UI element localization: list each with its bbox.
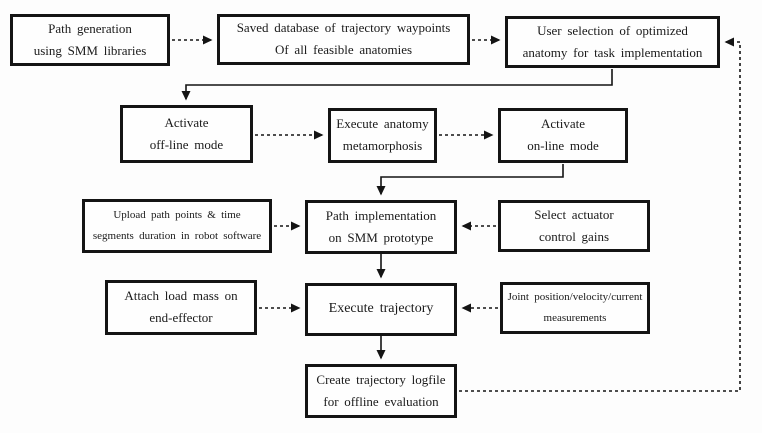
node-text: end-effector	[149, 310, 213, 325]
node-text: Upload path points & time	[113, 209, 241, 222]
node-text: off-line mode	[149, 136, 224, 152]
node-path-generation: Path generation using SMM libraries	[10, 14, 170, 66]
node-select-actuator: Select actuator control gains	[498, 200, 650, 252]
node-user-selection: User selection of optimized anatomy for …	[505, 16, 720, 68]
node-joint-measurements: Joint position/velocity/current measurem…	[500, 282, 650, 334]
node-text: Create trajectory logfile	[316, 371, 446, 387]
node-text: Of all feasible anatomies	[274, 42, 413, 57]
node-text: Attach load mass on	[124, 288, 238, 304]
node-text: segments duration in robot software	[92, 230, 262, 242]
node-text: on SMM prototype	[328, 229, 434, 245]
node-text: using SMM libraries	[33, 42, 147, 58]
node-text: User selection of optimized	[537, 22, 688, 38]
node-text: on-line mode	[527, 138, 599, 153]
node-text: Path generation	[48, 20, 132, 36]
node-text: measurements	[543, 312, 607, 324]
node-path-implementation: Path implementation on SMM prototype	[305, 200, 457, 254]
node-execute-trajectory: Execute trajectory	[305, 283, 457, 336]
node-activate-offline: Activate off-line mode	[120, 105, 253, 163]
node-text: anatomy for task implementation	[522, 44, 703, 60]
node-text: Execute trajectory	[328, 301, 434, 317]
node-text: Select actuator	[534, 206, 614, 222]
node-upload-path-points: Upload path points & time segments durat…	[82, 199, 272, 253]
edge-selection-to-offline	[181, 69, 613, 101]
node-execute-metamorphosis: Execute anatomy metamorphosis	[328, 108, 437, 163]
node-create-logfile: Create trajectory logfile for offline ev…	[305, 364, 457, 418]
node-attach-load: Attach load mass on end-effector	[105, 280, 257, 335]
node-text: Joint position/velocity/current	[507, 291, 643, 304]
node-text: control gains	[538, 228, 609, 244]
node-text: Execute anatomy	[336, 116, 429, 132]
edge-logfile-feedback-to-selection	[459, 37, 741, 392]
node-activate-online: Activate on-line mode	[498, 108, 628, 163]
node-text: Activate	[540, 116, 586, 132]
node-text: Path implementation	[325, 207, 437, 223]
edge-online-to-pathimpl	[376, 164, 564, 196]
node-text: for offline evaluation	[323, 393, 439, 409]
node-saved-database: Saved database of trajectory waypoints O…	[217, 14, 470, 65]
node-text: metamorphosis	[342, 138, 423, 153]
node-text: Activate	[164, 114, 209, 130]
node-text: Saved database of trajectory waypoints	[236, 20, 451, 36]
